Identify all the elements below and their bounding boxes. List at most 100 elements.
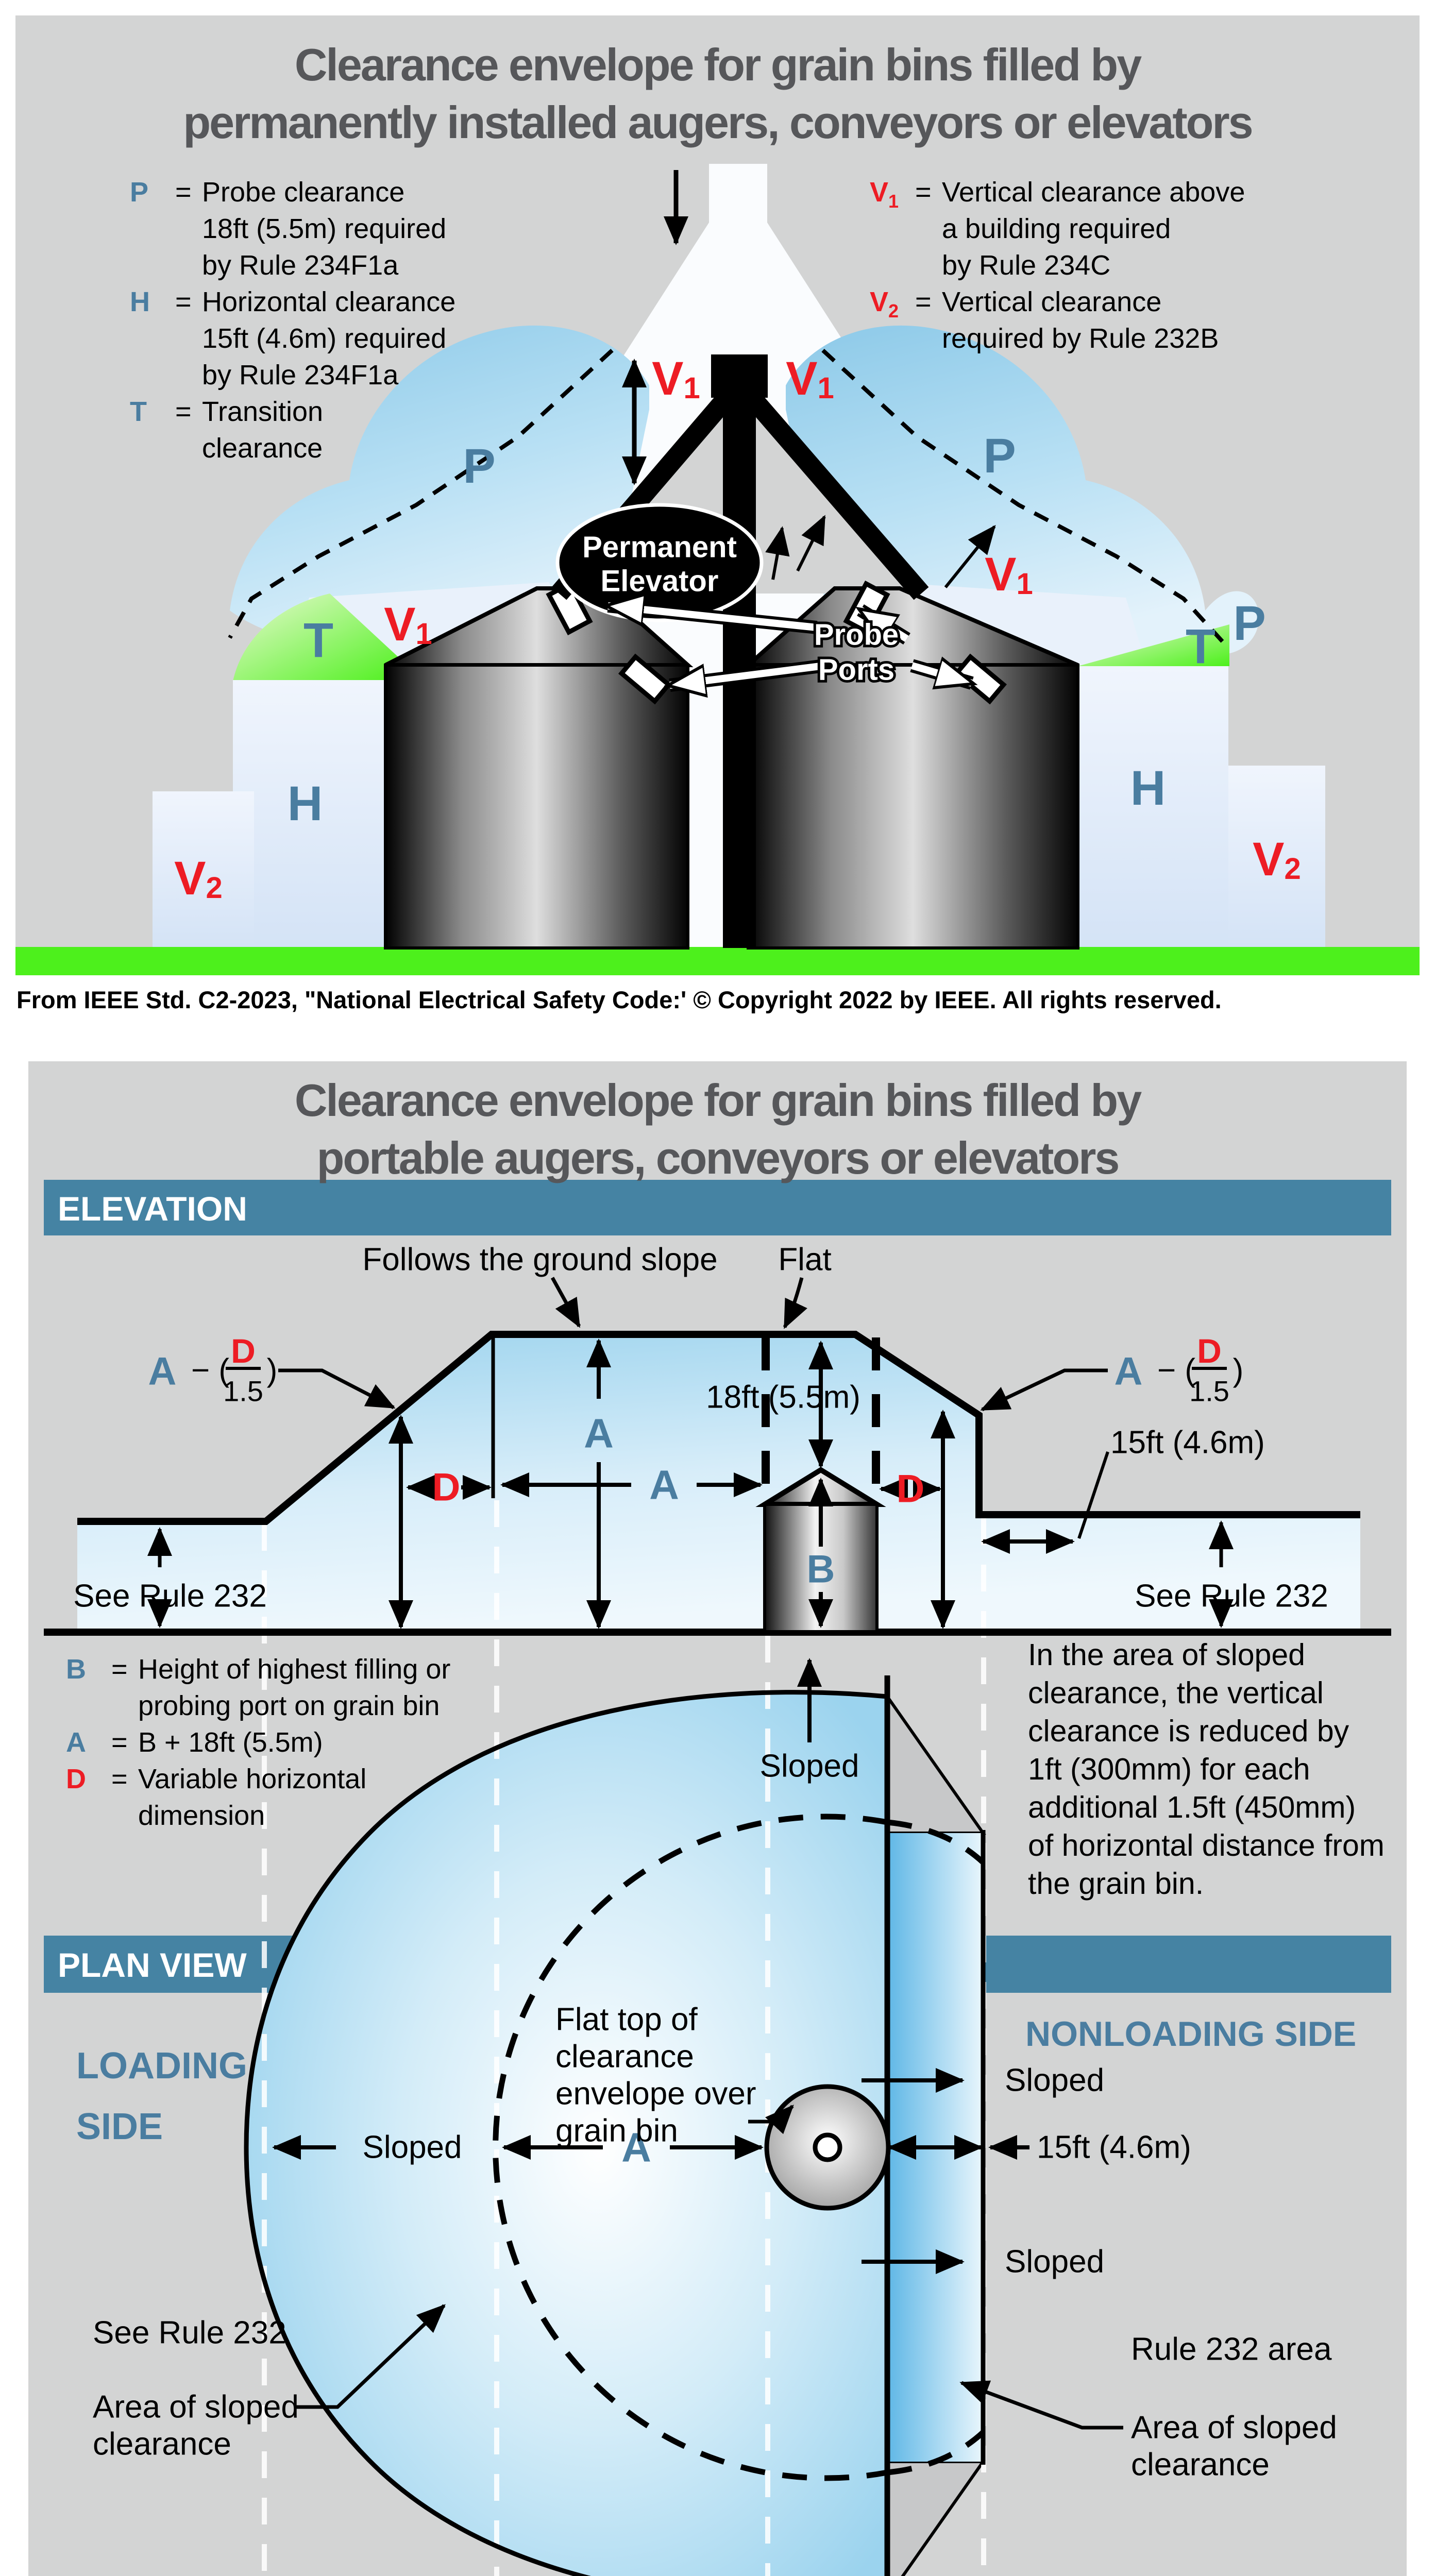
flat-top-dashed-arc bbox=[493, 1814, 888, 2481]
figure2-title-line2: portable augers, conveyors or elevators bbox=[316, 1132, 1120, 1183]
formula-denominator: 1.5 bbox=[1189, 1375, 1229, 1408]
elevation-dimensions bbox=[147, 1277, 1234, 1629]
strip-dashed-arc-bottom bbox=[887, 2430, 985, 2476]
v1-label: V1 bbox=[652, 352, 700, 405]
transition-zone-left bbox=[233, 594, 408, 681]
a-plan-label: A bbox=[621, 2125, 651, 2171]
elevation-banner bbox=[44, 1180, 1391, 1235]
permanent-elevator-label: Elevator bbox=[601, 565, 719, 598]
formula-left: A − ( D 1.5 ) bbox=[148, 1332, 278, 1408]
see-rule-232-plan: See Rule 232 bbox=[93, 2315, 286, 2351]
formula-d: D bbox=[1197, 1332, 1222, 1370]
area-sloped-right: clearance bbox=[1131, 2447, 1270, 2483]
probe-port-plan bbox=[813, 2132, 842, 2162]
legend-text: Variable horizontal bbox=[138, 1764, 367, 1794]
legend-text: Probe clearance bbox=[202, 177, 405, 208]
v2-zone-right bbox=[1228, 766, 1325, 947]
a-vertical-label: A bbox=[584, 1411, 614, 1456]
flat-label: Flat bbox=[778, 1242, 831, 1278]
figure1-title-line1: Clearance envelope for grain bins filled… bbox=[294, 39, 1142, 90]
figure1-caption: From IEEE Std. C2-2023, "National Electr… bbox=[16, 986, 1222, 1013]
flat-top-note: envelope over bbox=[555, 2076, 756, 2112]
legend-entry-d: D = Variable horizontal dimension bbox=[66, 1761, 450, 1834]
v2-zone-left bbox=[153, 791, 254, 947]
legend-symbol: V bbox=[870, 286, 889, 317]
d-label-right: D bbox=[897, 1467, 925, 1511]
flat-top-note: Flat top of bbox=[555, 2002, 698, 2038]
figure2-title-line1: Clearance envelope for grain bins filled… bbox=[294, 1075, 1142, 1126]
sloped-clearance-note: In the area of sloped clearance, the ver… bbox=[1028, 1638, 1385, 1901]
permanent-elevator-label: Permanent bbox=[582, 531, 737, 564]
sloped-label-right-upper: Sloped bbox=[1005, 2063, 1104, 2098]
figure1-title: Clearance envelope for grain bins filled… bbox=[0, 36, 1435, 151]
probe-port-arrows bbox=[608, 606, 972, 685]
area-sloped-left: Area of sloped bbox=[93, 2389, 299, 2425]
figure1-diagram: Permanent Elevator Probe Ports P P P T T… bbox=[15, 15, 1420, 975]
formula-a: A bbox=[1115, 1350, 1143, 1394]
h-label-left: H bbox=[288, 776, 323, 831]
legend-text: 15ft (4.6m) required bbox=[202, 323, 447, 354]
v1-label: V1 bbox=[985, 548, 1033, 601]
dim-18ft-label: 18ft (5.5m) bbox=[706, 1380, 860, 1415]
probe-ports-label: Probe bbox=[814, 618, 899, 652]
flat-top-note: grain bin bbox=[555, 2113, 678, 2149]
h-zone-left bbox=[233, 680, 385, 947]
plan-view-banner-label: PLAN VIEW bbox=[58, 1946, 247, 1984]
legend-symbol-sub: 1 bbox=[888, 190, 899, 212]
legend-text: Transition bbox=[202, 396, 324, 427]
v2-label: V2 bbox=[1253, 833, 1301, 886]
t-label-left: T bbox=[303, 613, 333, 668]
v1-label: V1 bbox=[384, 598, 432, 651]
legend-text: probing port on grain bin bbox=[138, 1690, 440, 1721]
legend-text: clearance bbox=[202, 433, 323, 464]
figure2-title: Clearance envelope for grain bins filled… bbox=[0, 1072, 1435, 1187]
figure1-legend-left: P = Probe clearance 18ft (5.5m) required… bbox=[130, 174, 455, 467]
b-label: B bbox=[807, 1548, 835, 1591]
ground-strip bbox=[15, 947, 1420, 975]
legend-entry-probe: P = Probe clearance 18ft (5.5m) required… bbox=[130, 174, 455, 284]
legend-text: 18ft (5.5m) required bbox=[202, 213, 447, 244]
dim-15ft-label: 15ft (4.6m) bbox=[1110, 1425, 1265, 1461]
legend-symbol-sub: 2 bbox=[888, 300, 899, 321]
legend-entry-a: A = B + 18ft (5.5m) bbox=[66, 1724, 450, 1761]
dim-15ft-plan-label: 15ft (4.6m) bbox=[1037, 2130, 1191, 2165]
h-zone-right bbox=[1078, 666, 1228, 947]
elevation-envelope-outline bbox=[77, 1331, 1360, 1525]
sloped-label-top: Sloped bbox=[759, 1749, 859, 1784]
legend-symbol: P bbox=[130, 177, 149, 208]
legend-text: Height of highest filling or bbox=[138, 1654, 451, 1685]
d-label-left: D bbox=[432, 1466, 461, 1510]
envelope-dashed-left bbox=[228, 349, 614, 639]
plan-arrows bbox=[272, 1658, 1123, 2430]
probe-port bbox=[618, 653, 672, 705]
v1-label: V1 bbox=[786, 352, 834, 405]
alignment-lines bbox=[262, 1500, 986, 2576]
formula-denominator: 1.5 bbox=[223, 1375, 263, 1408]
grain-flow-arrows bbox=[765, 515, 996, 588]
legend-text: required by Rule 232B bbox=[942, 323, 1219, 354]
legend-symbol: V bbox=[870, 177, 889, 208]
legend-symbol: A bbox=[66, 1727, 86, 1758]
see-rule-232-right: See Rule 232 bbox=[1135, 1579, 1328, 1614]
legend-text: Horizontal clearance bbox=[202, 286, 456, 317]
figure1-zone-letters: P P P T T H H V1 V1 V1 V1 V2 V2 bbox=[174, 352, 1301, 905]
legend-symbol: H bbox=[130, 286, 150, 317]
legend-text: by Rule 234F1a bbox=[202, 360, 399, 391]
p-label-left: P bbox=[463, 439, 495, 494]
formula-a: A bbox=[148, 1350, 177, 1394]
formula-close: ) bbox=[1233, 1353, 1244, 1388]
sloped-label-right-lower: Sloped bbox=[1005, 2244, 1104, 2280]
legend-entry-b: B = Height of highest filling or probing… bbox=[66, 1651, 450, 1724]
figure2-diagram: Follows the ground slope Flat 18ft (5.5m… bbox=[28, 1061, 1407, 2576]
formula-minus: − ( bbox=[1157, 1353, 1195, 1388]
follows-ground-slope-label: Follows the ground slope bbox=[362, 1242, 717, 1278]
see-rule-232-left: See Rule 232 bbox=[73, 1579, 267, 1614]
legend-entry-horizontal: H = Horizontal clearance 15ft (4.6m) req… bbox=[130, 284, 455, 394]
loading-side-label: SIDE bbox=[76, 2106, 163, 2147]
t-label-right: T bbox=[1186, 619, 1215, 674]
sloped-label-left: Sloped bbox=[362, 2130, 462, 2165]
legend-text: by Rule 234C bbox=[942, 250, 1111, 281]
area-sloped-left: clearance bbox=[93, 2427, 231, 2462]
figure2-legend: B = Height of highest filling or probing… bbox=[66, 1651, 450, 1834]
